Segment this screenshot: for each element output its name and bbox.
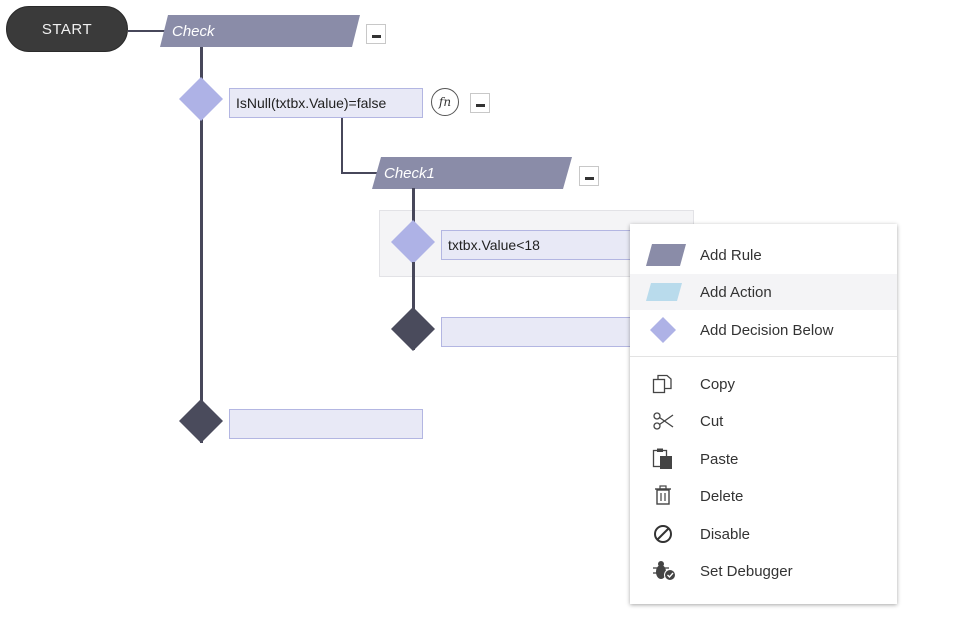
menu-item-copy[interactable]: Copy xyxy=(630,366,897,402)
connector-decision2-down xyxy=(412,262,415,312)
rule-check1-shape[interactable] xyxy=(372,157,572,189)
menu-item-label: Add Rule xyxy=(700,246,762,264)
connector-decision1-to-rule2 xyxy=(341,172,381,174)
trash-icon xyxy=(655,485,671,505)
decision2-condition-text: txtbx.Value<18 xyxy=(448,237,540,253)
collapse-rule-check-button[interactable] xyxy=(366,24,386,44)
rule-check-label: Check xyxy=(172,22,215,40)
menu-item-delete[interactable]: Delete xyxy=(630,478,897,514)
collapse-rule-check1-button[interactable] xyxy=(579,166,599,186)
action-parallelogram-icon xyxy=(646,283,682,301)
menu-item-add-decision-below[interactable]: Add Decision Below xyxy=(630,312,897,348)
rule-check-shape[interactable] xyxy=(160,15,360,47)
minus-icon xyxy=(584,176,594,180)
menu-separator xyxy=(630,356,897,357)
fn-label: fn xyxy=(438,95,452,109)
menu-item-label: Disable xyxy=(700,525,751,543)
menu-item-add-rule[interactable]: Add Rule xyxy=(630,237,897,273)
menu-item-set-debugger[interactable]: Set Debugger xyxy=(630,553,897,589)
connector-main-vertical xyxy=(200,46,203,443)
decision-diamond-icon xyxy=(650,317,676,343)
decision4-diamond[interactable] xyxy=(179,399,223,443)
connector-decision1-down xyxy=(341,117,343,174)
rule-parallelogram-icon xyxy=(646,244,686,266)
start-label: START xyxy=(41,20,93,38)
decision1-condition-text: IsNull(txtbx.Value)=false xyxy=(236,95,387,111)
connector-rule2-vertical-top xyxy=(412,188,415,223)
menu-item-label: Cut xyxy=(700,412,724,430)
start-node[interactable]: START xyxy=(6,6,128,52)
connector-start-to-rule xyxy=(128,30,170,32)
menu-item-paste[interactable]: Paste xyxy=(630,441,897,477)
scissors-icon xyxy=(653,412,674,430)
minus-icon xyxy=(475,103,485,107)
menu-item-cut[interactable]: Cut xyxy=(630,403,897,439)
copy-icon xyxy=(652,374,672,394)
decision2-condition-field[interactable]: txtbx.Value<18 xyxy=(441,230,641,260)
bug-icon xyxy=(653,561,676,581)
menu-item-add-action[interactable]: Add Action xyxy=(630,274,897,310)
menu-item-label: Set Debugger xyxy=(700,562,793,580)
decision1-diamond[interactable] xyxy=(179,77,223,121)
disable-icon xyxy=(654,525,672,543)
rule-check1-label: Check1 xyxy=(384,164,435,182)
paste-icon xyxy=(652,448,672,469)
menu-item-disable[interactable]: Disable xyxy=(630,516,897,552)
context-menu: Add Rule Add Action Add Decision Below C… xyxy=(630,224,897,604)
decision3-diamond[interactable] xyxy=(391,307,435,351)
minus-icon xyxy=(371,34,381,38)
menu-item-label: Delete xyxy=(700,487,744,505)
decision2-diamond[interactable] xyxy=(391,220,435,264)
menu-item-label: Paste xyxy=(700,450,739,468)
decision3-condition-field[interactable] xyxy=(441,317,641,347)
menu-item-label: Add Action xyxy=(700,283,772,301)
collapse-decision1-button[interactable] xyxy=(470,93,490,113)
function-icon[interactable]: fn xyxy=(431,88,459,116)
menu-item-label: Copy xyxy=(700,375,736,393)
decision1-condition-field[interactable]: IsNull(txtbx.Value)=false xyxy=(229,88,423,118)
menu-item-label: Add Decision Below xyxy=(700,321,834,339)
decision4-condition-field[interactable] xyxy=(229,409,423,439)
